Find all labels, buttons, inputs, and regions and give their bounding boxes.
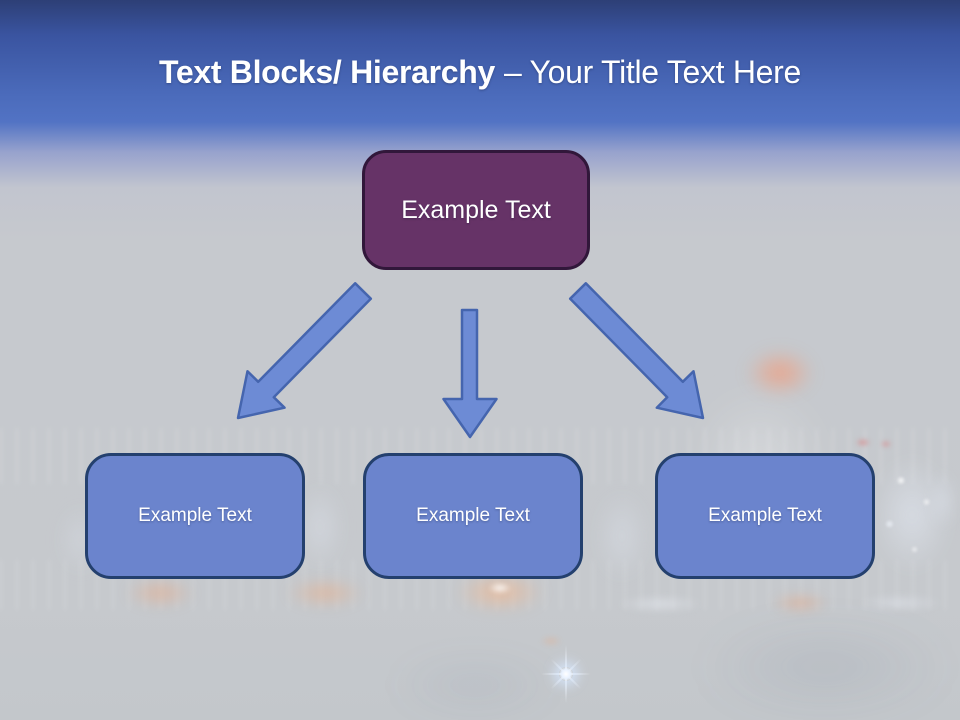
dark-haze [390,655,560,715]
star-core [559,667,573,681]
flare-glow [745,348,815,398]
white-light [922,498,931,506]
hierarchy-root-label: Example Text [401,195,551,224]
red-light [880,440,892,448]
orange-light [770,592,830,614]
orange-light [125,578,195,608]
hierarchy-child-label: Example Text [416,505,530,526]
title-bold-text: Text Blocks/ Hierarchy [158,54,496,90]
white-light-row [855,595,945,611]
orange-light [540,636,562,646]
white-light [884,520,895,528]
title-regular-text: – Your Title Text Here [504,54,802,90]
hierarchy-child-label: Example Text [708,505,822,526]
hierarchy-child-box-2[interactable]: Example Text [363,453,583,579]
star-light [536,644,596,704]
slide-title: Text Blocks/ Hierarchy– Your Title Text … [0,50,960,94]
hierarchy-child-label: Example Text [138,505,252,526]
white-light [910,546,919,553]
white-light [896,476,906,485]
red-light [855,438,871,447]
orange-light [285,578,365,608]
white-light [488,582,512,594]
white-light-row [615,596,705,612]
hierarchy-child-box-1[interactable]: Example Text [85,453,305,579]
hierarchy-child-box-3[interactable]: Example Text [655,453,875,579]
hierarchy-root-box[interactable]: Example Text [362,150,590,270]
city-glow [930,470,956,530]
dark-haze [700,622,950,712]
city-glow [298,484,342,570]
city-glow [596,490,648,582]
